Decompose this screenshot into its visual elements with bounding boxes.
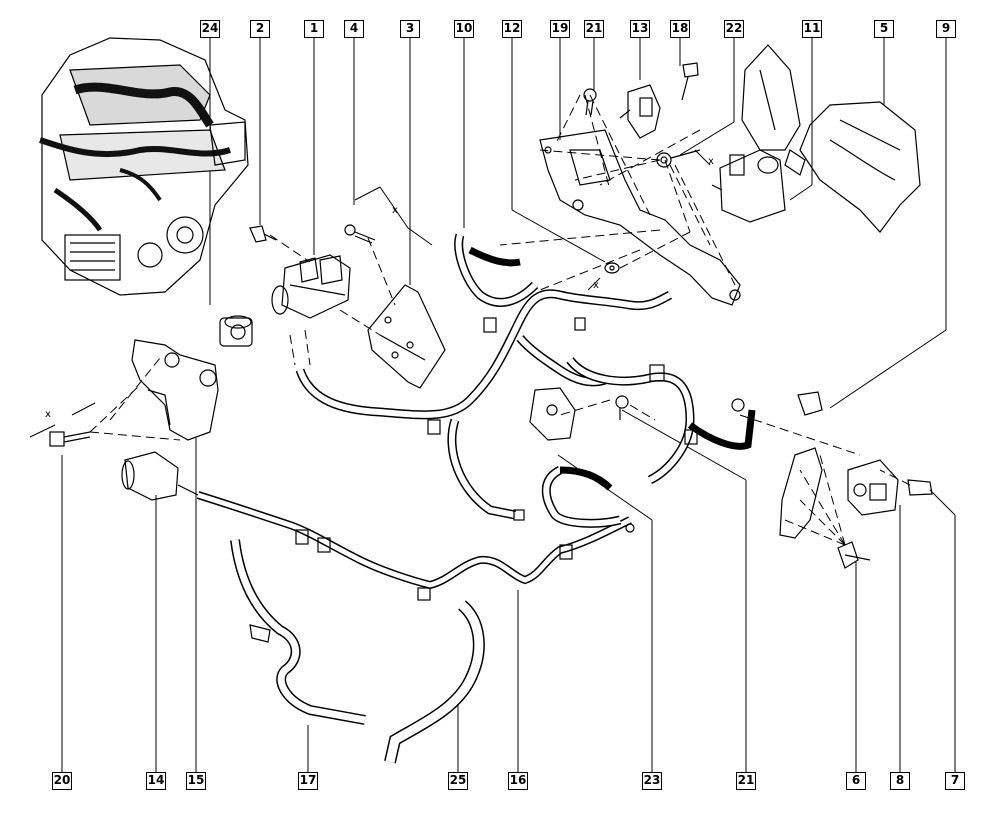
- callout-17: 17: [298, 772, 318, 790]
- callout-24: 24: [200, 20, 220, 38]
- connector-module-8: [847, 459, 899, 516]
- callout-8: 8: [890, 772, 910, 790]
- control-unit-3: [367, 284, 446, 389]
- callout-25: 25: [448, 772, 468, 790]
- callout-14: 14: [146, 772, 166, 790]
- rubber-mount-24: [219, 315, 253, 347]
- bolt-7: [907, 479, 933, 496]
- leader-lines: [61, 37, 956, 772]
- spacer-22: [656, 149, 701, 168]
- axis-mark-x: x: [593, 280, 599, 291]
- callout-6: 6: [846, 772, 866, 790]
- wiring-harness-17: [230, 539, 366, 725]
- nut-12: [604, 262, 620, 274]
- axis-arrows: [29, 149, 711, 438]
- callout-15: 15: [186, 772, 206, 790]
- callout-5: 5: [874, 20, 894, 38]
- valve-11: [711, 149, 786, 223]
- bracket-19: [539, 129, 741, 306]
- callout-22: 22: [724, 20, 744, 38]
- callout-13: 13: [630, 20, 650, 38]
- axis-mark-x: x: [708, 156, 714, 167]
- clip-9: [797, 391, 823, 416]
- bracket-23: [529, 387, 622, 528]
- axis-mark-x: x: [45, 409, 51, 420]
- heat-shield-5: [741, 44, 921, 233]
- callout-4: 4: [344, 20, 364, 38]
- sensor-13: [619, 84, 661, 139]
- callout-7: 7: [945, 772, 965, 790]
- callout-11: 11: [802, 20, 822, 38]
- screw-4: [344, 224, 376, 244]
- callout-21-bottom: 21: [736, 772, 756, 790]
- mount-bracket-15: [131, 339, 219, 441]
- callout-19: 19: [550, 20, 570, 38]
- callout-18: 18: [670, 20, 690, 38]
- callout-20: 20: [52, 772, 72, 790]
- callout-16: 16: [508, 772, 528, 790]
- callout-9: 9: [936, 20, 956, 38]
- wiring-harness-10: [295, 233, 673, 521]
- callout-10: 10: [454, 20, 474, 38]
- engine-block-illustration: [39, 37, 249, 296]
- callout-2: 2: [250, 20, 270, 38]
- hose-25: [384, 600, 485, 764]
- bolt-20: [49, 431, 91, 447]
- wiring-harness-right: [566, 357, 756, 485]
- callout-1: 1: [304, 20, 324, 38]
- screw-21-lower: [615, 395, 629, 420]
- callout-21: 21: [584, 20, 604, 38]
- screw-21-top: [583, 88, 597, 116]
- bolt-2: [249, 225, 277, 243]
- connector-14: [121, 451, 199, 501]
- axis-mark-x: x: [392, 205, 398, 216]
- actuator-1: [271, 254, 351, 319]
- callout-12: 12: [502, 20, 522, 38]
- wiring-harness-16: [196, 491, 635, 601]
- callout-3: 3: [400, 20, 420, 38]
- callout-23: 23: [642, 772, 662, 790]
- bracket-plate-6: [779, 447, 871, 569]
- bolt-18: [681, 62, 699, 101]
